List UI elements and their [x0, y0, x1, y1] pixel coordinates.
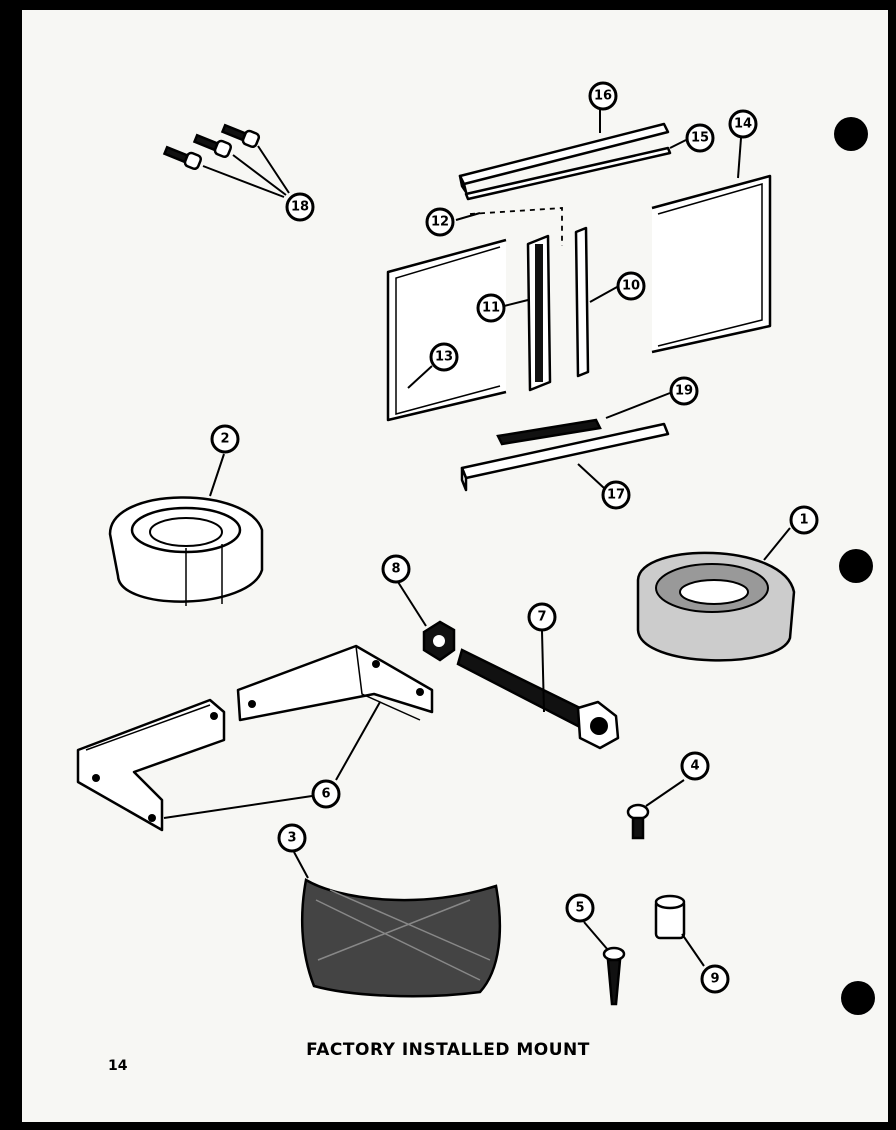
part-5-wood-screw	[583, 921, 626, 1006]
svg-text:11: 11	[482, 301, 500, 316]
part-18-screws	[162, 123, 290, 198]
part-11-gasket	[503, 234, 552, 392]
svg-text:5: 5	[575, 901, 584, 916]
svg-text:14: 14	[734, 117, 752, 132]
binder-hole-top	[834, 117, 868, 151]
callout-12: 12	[425, 207, 455, 237]
callout-16: 16	[588, 81, 618, 111]
callout-17: 17	[601, 480, 631, 510]
svg-text:19: 19	[675, 384, 693, 399]
callout-14: 14	[728, 109, 758, 139]
callout-1: 1	[789, 505, 819, 535]
diagram-caption: FACTORY INSTALLED MOUNT	[306, 1040, 590, 1060]
callout-19: 19	[669, 376, 699, 406]
part-19-foam-strip	[496, 392, 671, 446]
part-14-right-frame	[651, 137, 772, 354]
callout-8: 8	[381, 554, 411, 584]
callout-3: 3	[277, 823, 307, 853]
callout-5: 5	[565, 893, 595, 923]
binder-hole-middle	[839, 549, 873, 583]
svg-text:12: 12	[431, 215, 449, 230]
callout-18: 18	[285, 192, 315, 222]
svg-text:8: 8	[391, 562, 400, 577]
svg-text:17: 17	[607, 488, 625, 503]
part-17-bottom-channel	[460, 422, 670, 492]
part-1-foam-roll	[636, 527, 796, 662]
svg-text:13: 13	[435, 350, 453, 365]
svg-text:4: 4	[690, 759, 699, 774]
svg-text:16: 16	[594, 89, 612, 104]
svg-text:15: 15	[691, 131, 709, 146]
part-4-screw	[626, 779, 685, 840]
callout-6: 6	[311, 779, 341, 809]
part-12-guide	[455, 212, 481, 221]
callout-10: 10	[616, 271, 646, 301]
callout-4: 4	[680, 751, 710, 781]
callout-7: 7	[527, 602, 557, 632]
callout-13: 13	[429, 342, 459, 372]
svg-text:6: 6	[321, 787, 330, 802]
part-13-left-frame	[386, 238, 507, 422]
part-9-bushing	[654, 894, 705, 967]
svg-text:10: 10	[622, 279, 640, 294]
part-10-strip	[574, 226, 618, 378]
part-16-top-channel	[458, 110, 670, 194]
svg-text:18: 18	[291, 200, 309, 215]
svg-text:7: 7	[537, 610, 546, 625]
callout-9: 9	[700, 964, 730, 994]
part-2-gasket-roll	[108, 453, 264, 606]
part-8-nut	[397, 581, 456, 662]
callout-2: 2	[210, 424, 240, 454]
svg-text:2: 2	[220, 432, 229, 447]
svg-text:3: 3	[287, 831, 296, 846]
part-7-bolt	[456, 630, 620, 750]
page-number: 14	[108, 1058, 128, 1074]
part-6-brackets	[76, 644, 434, 832]
svg-text:1: 1	[799, 513, 808, 528]
part-3-mesh-bag	[293, 851, 502, 998]
part-15-strip	[464, 139, 687, 201]
binder-hole-bottom	[841, 981, 875, 1015]
part-12-dashed-line	[469, 207, 563, 246]
callout-11: 11	[476, 293, 506, 323]
callout-15: 15	[685, 123, 715, 153]
svg-text:9: 9	[710, 972, 719, 987]
